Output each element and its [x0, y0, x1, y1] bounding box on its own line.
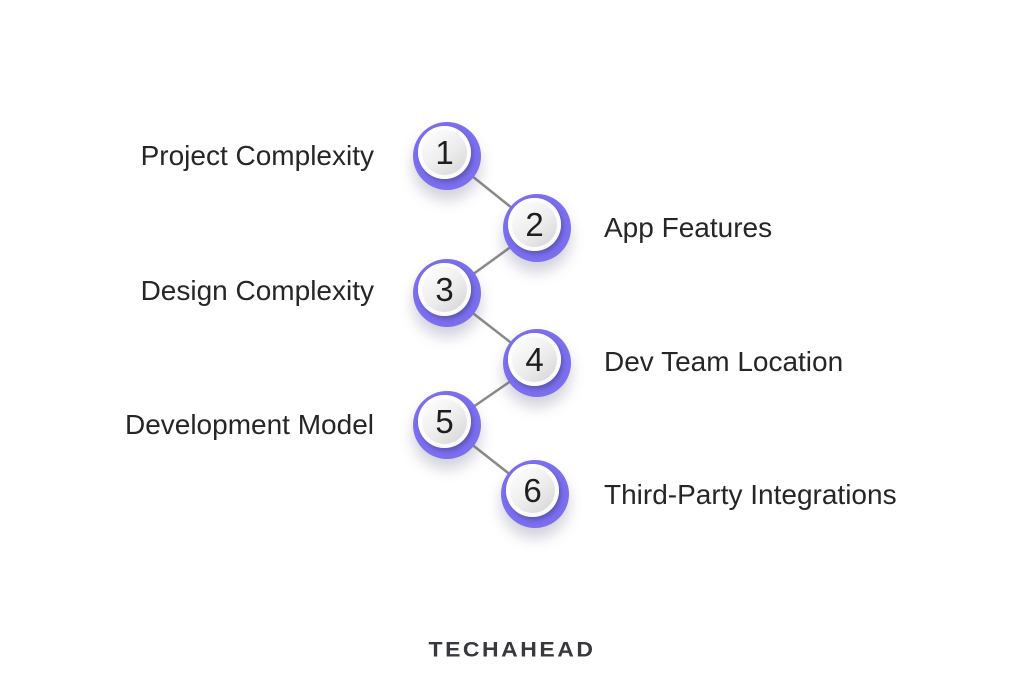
label-development-model: Development Model: [124, 409, 374, 440]
label-design-complexity: Design Complexity: [140, 275, 374, 306]
label-app-features: App Features: [604, 212, 773, 243]
step-number-4: 4: [508, 333, 561, 386]
step-number-5: 5: [418, 395, 471, 448]
step-number-1: 1: [418, 126, 471, 179]
step-number-2: 2: [508, 198, 561, 251]
step-node-5: 5: [413, 391, 481, 459]
step-node-4: 4: [503, 329, 571, 397]
step-node-3: 3: [413, 259, 481, 327]
step-number-6: 6: [506, 464, 559, 517]
step-node-1: 1: [413, 122, 481, 190]
step-number-3: 3: [418, 263, 471, 316]
label-dev-team-location: Dev Team Location: [604, 346, 844, 377]
label-third-party-integrations: Third-Party Integrations: [604, 479, 897, 510]
step-node-6: 6: [501, 460, 569, 528]
label-project-complexity: Project Complexity: [140, 140, 374, 171]
techahead-logo: TECHAHEAD: [428, 637, 596, 661]
step-node-2: 2: [503, 194, 571, 262]
